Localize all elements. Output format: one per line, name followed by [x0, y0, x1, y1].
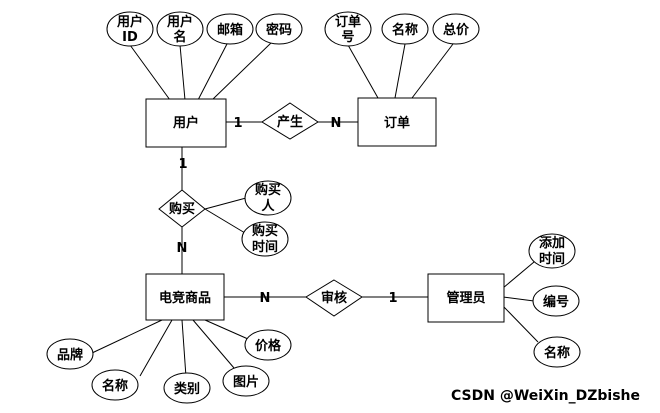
- attr-product-category: 类别: [163, 372, 211, 404]
- entity-product-label: 电竞商品: [159, 290, 211, 306]
- svg-text:密码: 密码: [265, 22, 292, 38]
- svg-text:名称: 名称: [544, 345, 570, 361]
- attr-order-no: 订单 号: [324, 11, 372, 47]
- svg-text:添加: 添加: [539, 235, 565, 251]
- attr-user-id: 用户 ID: [106, 11, 154, 47]
- entity-user-label: 用户: [172, 115, 199, 131]
- attr-user-email: 邮箱: [206, 13, 254, 45]
- entity-admin-label: 管理员: [446, 290, 485, 306]
- connector-lines: [91, 41, 539, 378]
- relation-review: 审核: [305, 279, 363, 317]
- attr-admin-no: 编号: [532, 285, 580, 317]
- cardinality-purchase-product: N: [177, 241, 188, 256]
- cardinality-produce-order: N: [331, 116, 342, 131]
- svg-text:总价: 总价: [443, 22, 470, 38]
- attr-admin-added-time: 添加 时间: [528, 233, 576, 269]
- svg-text:购买: 购买: [255, 182, 281, 198]
- attr-product-brand: 品牌: [46, 338, 94, 370]
- relation-purchase-label: 购买: [169, 201, 195, 217]
- attr-purchase-time: 购买 时间: [241, 221, 289, 257]
- relation-produce-label: 产生: [277, 114, 303, 130]
- svg-text:邮箱: 邮箱: [217, 22, 243, 38]
- relation-purchase: 购买: [158, 189, 206, 228]
- entity-order: 订单: [357, 97, 437, 147]
- svg-text:订单: 订单: [335, 14, 361, 30]
- svg-text:时间: 时间: [539, 251, 565, 267]
- attr-product-name: 名称: [91, 369, 139, 401]
- attr-product-price: 价格: [244, 329, 292, 361]
- svg-text:类别: 类别: [174, 381, 200, 397]
- cardinality-user-produce: 1: [233, 116, 242, 131]
- entity-user: 用户: [145, 98, 227, 148]
- svg-text:用户: 用户: [166, 14, 193, 30]
- svg-text:人: 人: [261, 198, 275, 214]
- svg-text:图片: 图片: [233, 374, 259, 390]
- svg-text:ID: ID: [122, 30, 138, 45]
- svg-text:名称: 名称: [392, 22, 418, 38]
- watermark: CSDN @WeiXin_DZbishe: [451, 388, 640, 404]
- cardinality-product-review: N: [260, 291, 271, 306]
- svg-text:用户: 用户: [116, 14, 143, 30]
- relation-produce: 产生: [261, 102, 319, 140]
- svg-text:名: 名: [173, 29, 186, 45]
- attr-order-total: 总价: [432, 13, 480, 45]
- attr-user-password: 密码: [255, 13, 303, 45]
- entity-admin: 管理员: [427, 273, 505, 323]
- svg-text:品牌: 品牌: [57, 347, 83, 363]
- attr-product-image: 图片: [222, 365, 270, 397]
- svg-text:号: 号: [341, 30, 354, 45]
- svg-text:价格: 价格: [255, 338, 282, 354]
- relation-review-label: 审核: [321, 290, 347, 306]
- cardinality-user-purchase: 1: [178, 157, 187, 172]
- cardinality-review-admin: 1: [388, 291, 397, 306]
- svg-text:编号: 编号: [543, 294, 569, 310]
- entity-product: 电竞商品: [145, 273, 225, 321]
- attr-user-name: 用户 名: [156, 11, 204, 47]
- attr-admin-name: 名称: [533, 336, 581, 368]
- attr-purchase-person: 购买 人: [244, 180, 292, 216]
- svg-text:名称: 名称: [102, 378, 128, 394]
- svg-text:时间: 时间: [252, 239, 278, 255]
- entity-order-label: 订单: [384, 115, 410, 131]
- attr-order-name: 名称: [381, 13, 429, 45]
- svg-text:购买: 购买: [252, 223, 278, 239]
